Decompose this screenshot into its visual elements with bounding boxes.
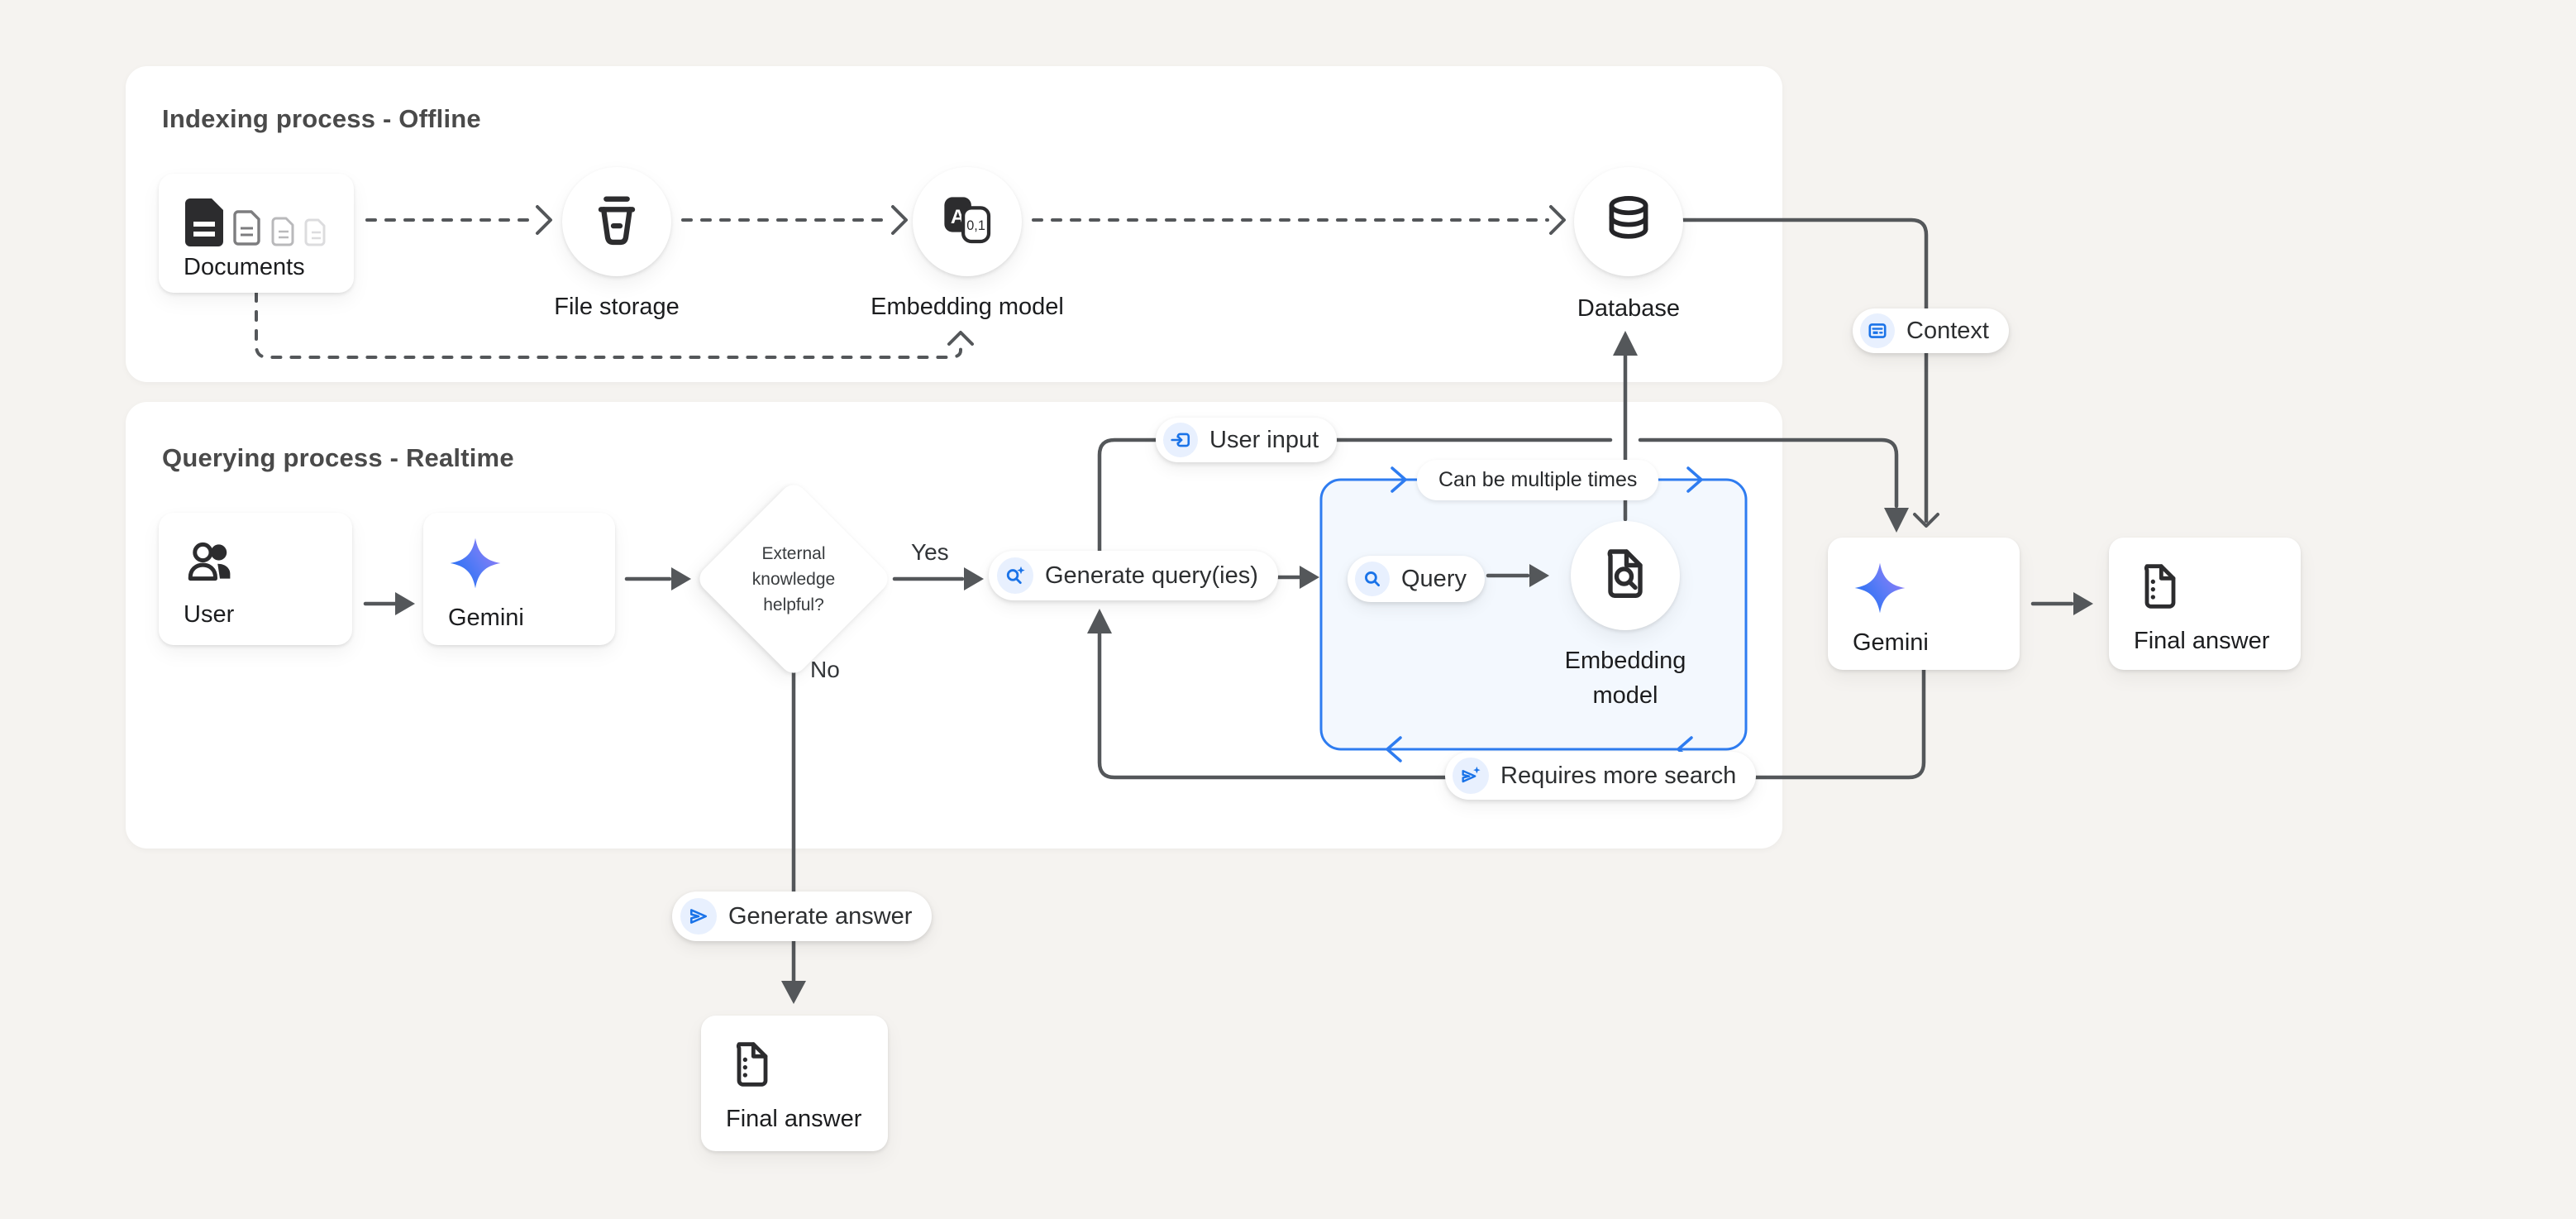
requires-more-search-label: Requires more search	[1500, 762, 1736, 790]
input-arrow-icon	[1163, 423, 1198, 457]
storage-bucket-icon	[585, 189, 648, 256]
decision-diamond-text: External knowledge helpful?	[703, 509, 885, 649]
document-dots-icon	[726, 1081, 779, 1095]
documents-stack-icon	[184, 237, 329, 251]
file-storage-node	[562, 167, 671, 276]
generate-queries-pill: Generate query(ies)	[989, 551, 1278, 600]
user-label: User	[184, 601, 352, 629]
arrowhead	[781, 981, 806, 1004]
final-answer-card: Final answer	[2109, 538, 2301, 670]
embedding-model-node: A 0,1	[913, 167, 1022, 276]
database-cylinder-icon	[1597, 189, 1660, 256]
arrowhead	[2073, 592, 2093, 615]
search-icon	[1355, 562, 1390, 596]
arrowhead	[1087, 609, 1112, 633]
final-answer-bottom-card: Final answer	[701, 1016, 888, 1151]
generate-answer-pill: Generate answer	[672, 892, 932, 941]
loop-box	[1321, 468, 1746, 761]
svg-text:0,1: 0,1	[966, 218, 985, 233]
send-icon	[680, 898, 717, 935]
search-sparkle-icon	[997, 557, 1033, 594]
arrowhead	[1300, 566, 1319, 589]
yes-label: Yes	[911, 539, 949, 566]
query-pill: Query	[1348, 556, 1485, 602]
loop-note-pill: Can be multiple times	[1417, 460, 1658, 500]
gemini-star-icon	[1853, 605, 1907, 619]
people-icon	[184, 576, 238, 590]
arrowhead	[1884, 508, 1909, 533]
context-card-icon	[1860, 313, 1895, 348]
gemini-card: Gemini	[423, 513, 615, 645]
document-search-icon	[1596, 544, 1655, 608]
no-label: No	[810, 657, 840, 683]
arrowhead	[395, 592, 415, 615]
file-storage-label: File storage	[493, 289, 741, 324]
embedding-model-query-label: Embedding model	[1501, 643, 1749, 713]
database-label: Database	[1505, 291, 1753, 326]
documents-card: Documents	[159, 174, 354, 293]
user-input-label: User input	[1209, 427, 1319, 454]
documents-label: Documents	[184, 254, 354, 281]
embedding-model-label: Embedding model	[843, 289, 1091, 324]
gemini-star-icon	[448, 580, 503, 594]
arrowhead-chevron	[1551, 207, 1564, 233]
user-input-pill: User input	[1156, 418, 1337, 462]
arrowhead-chevron-up	[949, 332, 972, 344]
edge-database-context-gemini	[1683, 220, 1926, 521]
database-node	[1574, 167, 1683, 276]
final-answer-bottom-label: Final answer	[726, 1106, 888, 1133]
arrowhead	[671, 567, 691, 590]
user-card: User	[159, 513, 352, 645]
context-pill: Context	[1853, 308, 2009, 353]
send-sparkle-icon	[1453, 758, 1489, 794]
document-dots-icon	[2134, 603, 2187, 617]
arrowhead-chevron	[893, 207, 906, 233]
embedding-model-query-node	[1571, 521, 1680, 630]
gemini2-label: Gemini	[1853, 629, 2020, 657]
arrowhead-chevron	[537, 207, 551, 233]
translate-a01-icon: A 0,1	[935, 188, 999, 256]
arrowhead	[964, 567, 984, 590]
context-label: Context	[1906, 318, 1989, 345]
requires-more-search-pill: Requires more search	[1445, 752, 1756, 800]
final-answer-label: Final answer	[2134, 628, 2301, 655]
query-label: Query	[1401, 566, 1467, 593]
generate-queries-label: Generate query(ies)	[1045, 562, 1258, 590]
gemini2-card: Gemini	[1828, 538, 2020, 670]
generate-answer-label: Generate answer	[728, 903, 912, 930]
arrowhead	[1613, 331, 1638, 356]
gemini-label: Gemini	[448, 605, 615, 632]
